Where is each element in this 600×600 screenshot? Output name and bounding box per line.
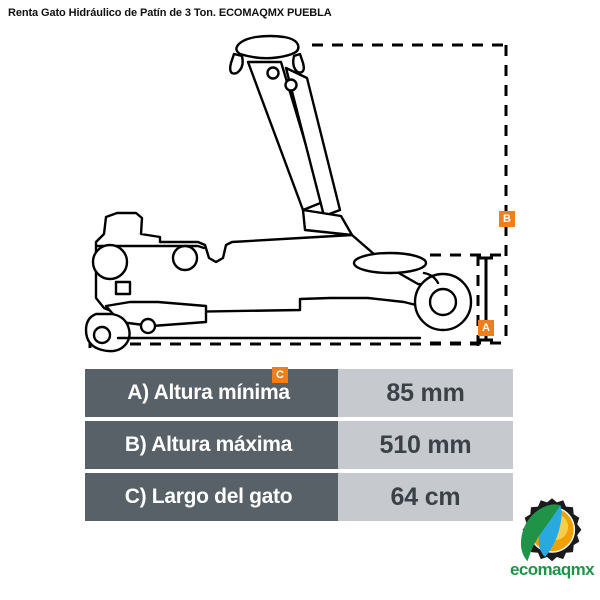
chassis-top-edge bbox=[94, 244, 206, 250]
rear-saddle bbox=[352, 251, 428, 275]
rear-wheel-hub bbox=[428, 287, 458, 317]
page-title: Renta Gato Hidráulico de Patín de 3 Ton.… bbox=[8, 7, 332, 19]
table-row: B) Altura máxima 510 mm bbox=[85, 421, 513, 469]
jack-outline bbox=[84, 34, 473, 353]
dimension-badge-a: A bbox=[478, 320, 494, 336]
lift-arm bbox=[301, 208, 354, 237]
dimension-badge-c: C bbox=[272, 367, 288, 383]
jack-diagram-svg bbox=[84, 34, 508, 353]
front-caster-wheel bbox=[92, 325, 112, 345]
spec-value-b: 510 mm bbox=[338, 421, 513, 469]
jack-diagram: B A C bbox=[0, 30, 600, 383]
logo-mark-svg bbox=[520, 498, 582, 562]
brand-logo: ecomaqmx bbox=[506, 494, 598, 592]
brand-name: ecomaqmx bbox=[509, 560, 595, 579]
dimension-badge-b: B bbox=[499, 211, 515, 227]
handle-grip bbox=[235, 34, 300, 60]
rear-wheel-arm bbox=[422, 271, 440, 285]
handle-grip-lip bbox=[229, 52, 244, 75]
leaf-icon bbox=[520, 504, 562, 562]
table-row: A) Altura mínima 85 mm bbox=[85, 369, 513, 417]
chassis-boss bbox=[114, 280, 132, 296]
handle-bar-secondary bbox=[284, 66, 342, 218]
handle-pivot-lower bbox=[284, 78, 298, 92]
spec-label-c: C) Largo del gato bbox=[85, 473, 338, 521]
specifications-table: A) Altura mínima 85 mm B) Altura máxima … bbox=[85, 369, 513, 525]
handle-grip-lip-right bbox=[292, 52, 305, 74]
spec-label-b: B) Altura máxima bbox=[85, 421, 338, 469]
pedal-pivot bbox=[139, 317, 157, 335]
handle-pivot-upper bbox=[266, 66, 280, 80]
spec-value-a: 85 mm bbox=[338, 369, 513, 417]
ecomaqmx-logo-icon bbox=[517, 494, 587, 564]
spec-value-c: 64 cm bbox=[338, 473, 513, 521]
table-row: C) Largo del gato 64 cm bbox=[85, 473, 513, 521]
jack-chassis bbox=[94, 211, 438, 315]
front-wheel bbox=[91, 243, 129, 281]
spec-label-a: A) Altura mínima bbox=[85, 369, 338, 417]
chassis-pivot-hole bbox=[171, 244, 199, 272]
